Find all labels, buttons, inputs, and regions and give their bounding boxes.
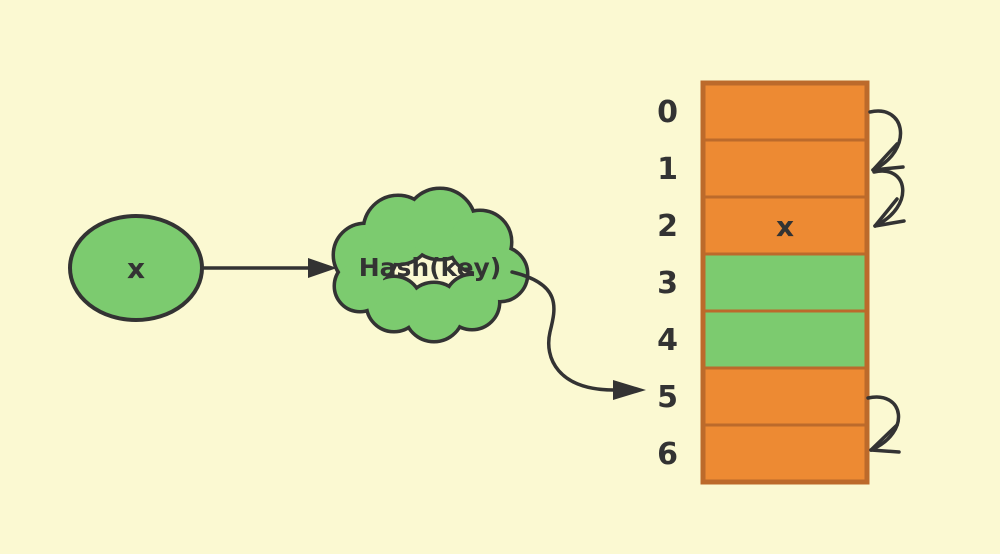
arrow-key-to-hash-head — [308, 258, 337, 278]
row-index-label: 5 — [657, 380, 678, 415]
table-row — [701, 423, 869, 484]
table-row — [701, 366, 869, 427]
loop-arrow-curve — [868, 109, 903, 172]
hash-function-label: Hash(key) — [359, 253, 502, 282]
hash-table: 0 1 2 3 4 5 6 x — [657, 80, 870, 485]
row-index-label: 0 — [657, 95, 678, 130]
arrow-key-to-hash — [201, 258, 337, 278]
loop-arrow-curve — [872, 169, 905, 228]
loop-arrowhead — [873, 197, 906, 228]
table-row — [701, 138, 869, 199]
table-row — [701, 195, 869, 256]
table-outer-border — [700, 80, 870, 485]
arrow-hash-to-slot-curve — [510, 270, 616, 392]
table-row — [701, 81, 869, 142]
arrow-hash-to-slot-head — [613, 380, 646, 400]
row-index-label: 2 — [657, 209, 678, 244]
key-node: x — [68, 214, 204, 322]
row-index-label: 4 — [657, 323, 678, 358]
loop-arrow-curve — [866, 395, 901, 452]
loop-arrowhead — [869, 423, 901, 454]
row-index-label: 1 — [657, 152, 678, 187]
arrow-hash-to-slot — [510, 270, 646, 400]
hash-function-cloud: Hash(key) — [331, 186, 530, 344]
table-row — [701, 252, 869, 313]
loop-arrow-5-6 — [866, 395, 901, 454]
row-index-label: 3 — [657, 266, 678, 301]
cloud-body — [335, 190, 526, 340]
loop-arrow-1-2 — [872, 169, 906, 228]
row-index-label: 6 — [657, 437, 678, 472]
slot-2-value: x — [776, 210, 794, 243]
table-row — [701, 309, 869, 370]
key-node-label: x — [127, 252, 145, 285]
